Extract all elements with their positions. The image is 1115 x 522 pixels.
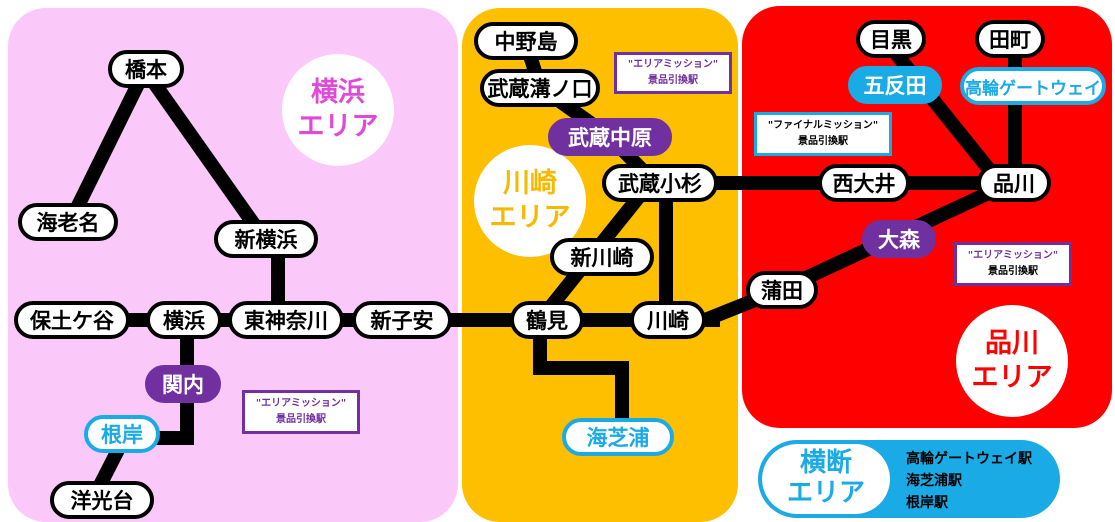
kawasaki-area-label-line2: エリア: [489, 202, 571, 233]
station-takanawa-gateway[interactable]: 高輪ゲートウェイ: [960, 67, 1106, 105]
cross-area-station: 根岸駅: [906, 495, 948, 511]
final-mission-note: "ファイナルミッション" 景品引換駅: [754, 112, 892, 156]
yokohama-area-badge: 横浜 エリア: [282, 54, 394, 166]
area-mission-note-kawasaki: "エリアミッション" 景品引換駅: [614, 52, 732, 94]
station-omori[interactable]: 大森: [862, 220, 936, 258]
station-musashimizonokuchi[interactable]: 武蔵溝ノ口: [480, 69, 600, 107]
station-meguro[interactable]: 目黒: [856, 20, 926, 58]
rail-tsurumi-umishibaura: [533, 320, 629, 435]
station-tamachi[interactable]: 田町: [975, 20, 1045, 58]
rail-nambu-upper: [518, 37, 661, 188]
station-nakanoshima[interactable]: 中野島: [474, 22, 578, 60]
station-yokohama[interactable]: 横浜: [146, 301, 222, 339]
note-subtitle: 景品引換駅: [276, 414, 326, 425]
station-musashinakahara[interactable]: 武蔵中原: [548, 118, 672, 156]
station-kamata[interactable]: 蒲田: [746, 271, 818, 309]
yokohama-area-label-line1: 横浜: [311, 77, 365, 109]
cross-area-station: 海芝浦駅: [906, 473, 962, 489]
rail-hashimoto-shinyokohama: [139, 65, 271, 245]
station-shinyokohama[interactable]: 新横浜: [214, 220, 318, 258]
cross-area-legend: 横断 エリア 高輪ゲートウェイ駅 海芝浦駅 根岸駅: [758, 440, 1060, 518]
station-gotanda[interactable]: 五反田: [848, 66, 942, 104]
station-yokodai[interactable]: 洋光台: [50, 481, 154, 519]
cross-area-label-line1: 横断: [799, 448, 852, 479]
cross-area-station: 高輪ゲートウェイ駅: [906, 451, 1032, 467]
station-negishi[interactable]: 根岸: [84, 415, 160, 453]
rail-hashimoto-ebina: [63, 66, 152, 226]
area-mission-note-yokohama: "エリアミッション" 景品引換駅: [242, 390, 360, 434]
station-shinkoyasu[interactable]: 新子安: [352, 301, 452, 339]
station-hodogaya[interactable]: 保土ケ谷: [14, 301, 130, 339]
shinagawa-area-badge: 品川 エリア: [956, 305, 1068, 417]
note-title: "ファイナルミッション": [767, 120, 879, 131]
cross-area-label-line2: エリア: [786, 478, 865, 508]
station-shinkawasaki[interactable]: 新川崎: [550, 238, 654, 276]
station-tsurumi[interactable]: 鶴見: [510, 301, 584, 339]
station-nishioi[interactable]: 西大井: [818, 164, 910, 202]
yokohama-area-label-line2: エリア: [297, 111, 379, 142]
station-higashikanagawa[interactable]: 東神奈川: [228, 301, 344, 339]
station-kawasaki[interactable]: 川崎: [630, 301, 706, 339]
station-shinagawa[interactable]: 品川: [977, 164, 1051, 202]
station-musashikosugi[interactable]: 武蔵小杉: [602, 164, 718, 202]
shinagawa-area-label-line2: エリア: [971, 362, 1053, 393]
station-hashimoto[interactable]: 橋本: [108, 50, 184, 88]
shinagawa-area-label-line1: 品川: [985, 328, 1039, 360]
note-subtitle: 景品引換駅: [988, 266, 1038, 277]
note-title: "エリアミッション": [967, 250, 1059, 261]
kawasaki-area-label-line1: 川崎: [503, 168, 557, 200]
rail-meguro-shinagawa: [879, 35, 1006, 188]
note-subtitle: 景品引換駅: [648, 75, 698, 86]
note-title: "エリアミッション": [255, 398, 347, 409]
station-umishibaura[interactable]: 海芝浦: [562, 418, 674, 456]
station-ebina[interactable]: 海老名: [18, 203, 118, 241]
area-mission-note-shinagawa: "エリアミッション" 景品引換駅: [954, 242, 1072, 286]
cross-area-label: 横断 エリア: [762, 444, 890, 514]
note-title: "エリアミッション": [627, 59, 719, 70]
cross-area-station-list: 高輪ゲートウェイ駅 海芝浦駅 根岸駅: [906, 448, 1032, 514]
station-kannai[interactable]: 関内: [145, 365, 221, 403]
note-subtitle: 景品引換駅: [798, 136, 848, 147]
